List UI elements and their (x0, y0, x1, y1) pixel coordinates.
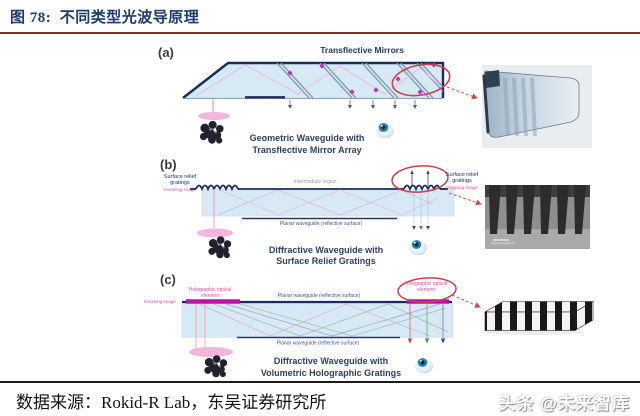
planar-waveguide-slab-c (181, 303, 454, 338)
caption-a-line2: Transflective Mirror Array (252, 145, 361, 155)
intermediate-region-label: Intermediate region (293, 179, 336, 185)
highlight-ellipse-a (391, 63, 451, 97)
projector-icon-c (204, 355, 228, 378)
planar-waveguide-label-b: Planar waveguide (reflective surface) (280, 221, 363, 227)
waveguide-diagram-canvas: (a) Transflective Mirrors (144, 45, 595, 378)
panel-c-tag: (c) (160, 272, 176, 287)
planar-waveguide-label-c-bottom: Planar waveguide (reflective surface) (277, 341, 360, 347)
surface-relief-grating-right (403, 184, 441, 192)
watermark: 头条 @未来智库 (498, 394, 630, 413)
holographic-element-label-right-1: Holographic optical (405, 281, 448, 287)
incoming-image-label-b: Incoming image (164, 187, 196, 192)
outcoupled-ray-arrows-a (288, 100, 417, 109)
highlight-ellipse-b (391, 165, 449, 193)
eye-icon-c (415, 358, 433, 374)
surface-relief-label-right-2: gratings (452, 178, 472, 184)
data-source: 数据来源：Rokid-R Lab，东吴证券研究所 (16, 393, 327, 412)
surface-relief-label-left-1: Surface relief (164, 174, 197, 180)
holographic-element-label-left-1: Holographic optical (189, 287, 232, 293)
slab-outline-a (182, 61, 445, 99)
figure-title: 图 78: 不同类型光波导原理 (10, 10, 200, 26)
holographic-element-label-left-2: element (201, 293, 219, 299)
caption-c-line2: Volumetric Holographic Gratings (261, 368, 401, 378)
panel-a-tag: (a) (158, 45, 174, 60)
caption-c-line1: Diffractive Waveguide with (274, 356, 388, 366)
highlight-ellipse-c (397, 277, 457, 303)
transflective-mirrors-label: Transflective Mirrors (320, 45, 404, 55)
waveguide-photo (482, 65, 592, 148)
callout-arrow-b (448, 192, 482, 206)
footer-divider (0, 381, 640, 383)
surface-relief-grating-left (195, 184, 239, 192)
projector-icon-a (199, 120, 224, 144)
light-beam-spot-a (198, 112, 230, 120)
title-underline (0, 32, 640, 34)
panel-b: (b) Surface relief gratings Incoming ima… (160, 157, 590, 266)
sem-micrograph (485, 185, 590, 249)
callout-arrow-a (446, 86, 478, 100)
panel-c: (c) Holographic optical element Planar w… (144, 272, 595, 378)
holographic-element-label-right-2: element (417, 287, 435, 293)
outgoing-image-label-b: Outgoing image (446, 185, 478, 190)
planar-waveguide-slab-b (201, 188, 455, 217)
eye-icon-b (409, 240, 427, 256)
caption-b-line2: Surface Relief Gratings (276, 256, 376, 266)
caption-a-line1: Geometric Waveguide with (250, 133, 365, 143)
incoming-image-label-c: Incoming image (144, 299, 176, 304)
tir-rays-c (195, 303, 449, 349)
outcoupled-rays-b (410, 170, 430, 230)
planar-waveguide-label-c-top: Planar waveguide (reflective surface) (278, 293, 361, 299)
projector-icon-b (208, 236, 232, 259)
surface-relief-label-right-1: Surface relief (446, 172, 479, 178)
grating-profile-b (190, 184, 448, 192)
holographic-grating-render (483, 300, 595, 335)
light-beam-spot-c (189, 347, 233, 357)
panel-a: (a) Transflective Mirrors (158, 45, 592, 155)
callout-arrow-c (451, 294, 481, 308)
light-beam-spot-b (197, 228, 233, 238)
sem-grating-teeth (489, 185, 586, 234)
panel-b-tag: (b) (160, 157, 177, 172)
eye-icon-a (376, 123, 394, 139)
surface-relief-label-left-2: gratings (170, 180, 190, 186)
output-rays-rgb (407, 338, 446, 344)
light-rays-a (195, 64, 441, 97)
caption-b-line1: Diffractive Waveguide with (269, 245, 383, 255)
